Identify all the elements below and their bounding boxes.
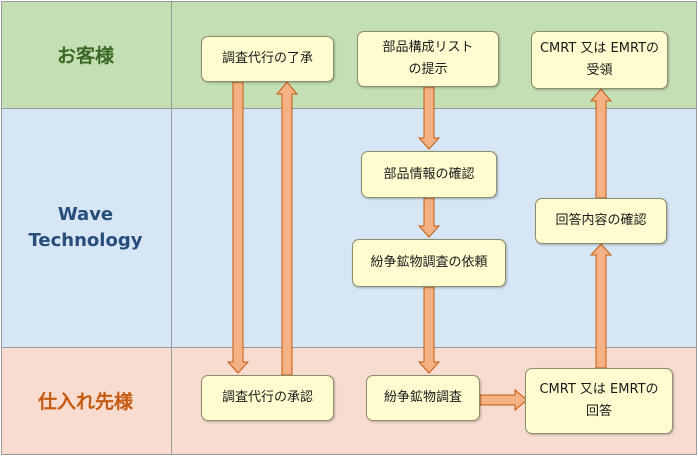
arrow-confirm-parts-to-request [417,197,441,238]
lane-divider-2 [1,347,696,348]
node-conflict-mineral-survey: 紛争鉱物調査 [366,375,480,421]
node-receive-report: CMRT 又は EMRTの受領 [531,31,668,89]
node-request-survey: 紛争鉱物調査の依頼 [352,239,506,287]
arrow-provide-to-confirm-parts [417,86,441,150]
arrow-approve-to-consent [275,81,299,376]
arrow-answer-to-confirm-answer [589,243,613,369]
customer-lane-label: お客様 [56,45,114,67]
lane-divider-1 [1,108,696,109]
border-top [1,1,696,2]
border-bottom [1,454,696,455]
label-column-divider [171,1,172,455]
border-left [1,1,2,455]
wave-technology-label-text: Wave Technology [28,203,143,251]
node-confirm-parts-info: 部品情報の確認 [361,151,497,198]
node-answer-report: CMRT 又は EMRTの回答 [525,368,673,434]
node-confirm-answer: 回答内容の確認 [535,198,667,244]
arrow-survey-to-answer [479,388,528,412]
border-right [696,1,697,455]
arrow-request-to-survey [417,286,441,374]
wave-technology-lane-label: Wave Technology [0,108,171,347]
node-approve: 調査代行の承認 [201,375,334,421]
arrow-consent-to-approve [226,81,250,374]
supplier-lane-label: 仕入れ先様 [37,391,133,413]
node-consent: 調査代行の了承 [201,36,334,82]
arrow-confirm-answer-to-receive [589,88,613,199]
node-provide-parts-list: 部品構成リストの提示 [357,31,499,87]
